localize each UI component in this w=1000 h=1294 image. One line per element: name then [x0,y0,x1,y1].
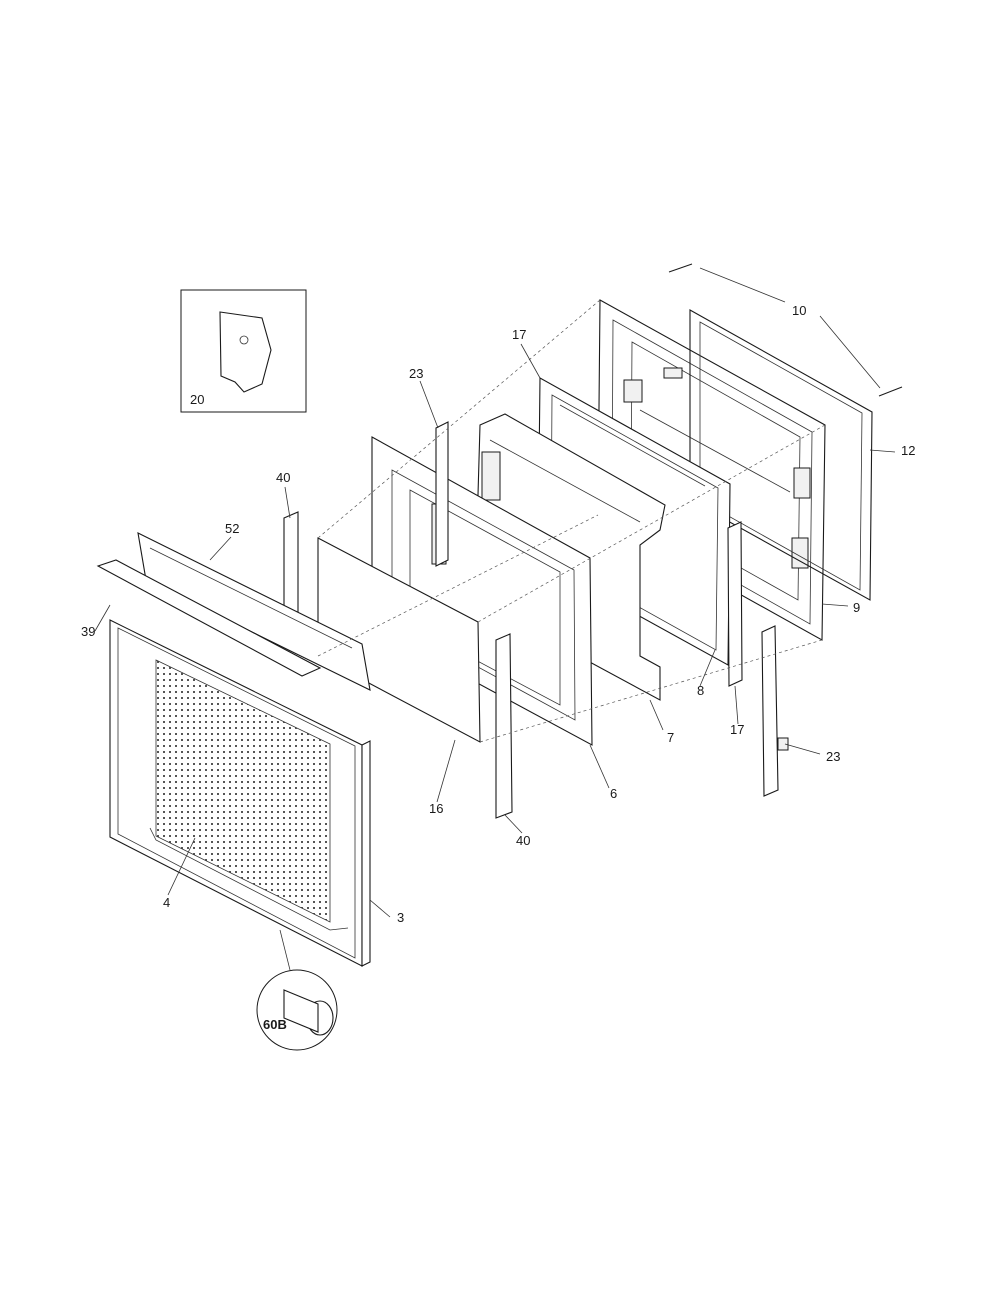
callout-3: 3 [397,910,404,925]
callout-9: 9 [853,600,860,615]
callout-10: 10 [792,303,806,318]
callout-17-top: 17 [512,327,526,342]
callout-60b: 60B [263,1017,287,1032]
callout-labels: 10 17 23 20 12 40 52 39 9 8 7 17 23 6 16… [81,303,915,1032]
callout-23-bottom: 23 [826,749,840,764]
side-channel-17 [727,521,743,687]
callout-16: 16 [429,801,443,816]
door-handle-39 [96,559,322,677]
callout-40-bottom: 40 [516,833,530,848]
screw-60b-detail [256,969,338,1051]
door-gasket [689,309,873,601]
callout-52: 52 [225,521,239,536]
outer-door-panel [109,619,371,967]
callout-4: 4 [163,895,170,910]
callout-20: 20 [190,392,204,407]
alignment-lines [317,299,826,743]
channel-40-bottom [495,633,513,819]
callout-12: 12 [901,443,915,458]
callout-7: 7 [667,730,674,745]
hinge-23-bottom [761,625,789,797]
callout-40-top: 40 [276,470,290,485]
callout-8: 8 [697,683,704,698]
callout-39: 39 [81,624,95,639]
leader-lines [94,267,896,971]
door-screws [668,263,903,397]
callout-6: 6 [610,786,617,801]
inset-part-20 [180,289,307,413]
hinge-23-top [435,421,449,567]
callout-17-bottom: 17 [730,722,744,737]
callout-23-top: 23 [409,366,423,381]
handle-trim-52 [137,532,371,691]
door-back-panel [597,299,826,641]
